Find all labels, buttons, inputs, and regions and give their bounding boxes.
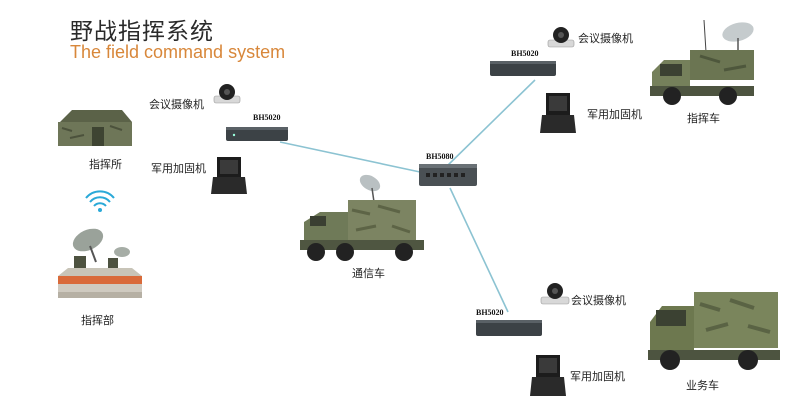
- post-device-model: BH5020: [253, 113, 281, 122]
- link-hub-truck: [449, 187, 509, 313]
- vehicle-camera-icon: [547, 27, 575, 48]
- headquarters-label: 指挥部: [81, 314, 114, 327]
- service-truck-icon: [648, 292, 780, 370]
- command-post-label: 指挥所: [89, 158, 122, 171]
- diagram-title-cn: 野战指挥系统: [70, 19, 214, 45]
- vehicle-device-model: BH5020: [511, 49, 539, 58]
- vehicle-laptop-icon: [540, 93, 576, 133]
- post-camera-icon: [213, 84, 241, 104]
- link-post-hub: [279, 141, 421, 173]
- truck-camera-icon: [540, 283, 570, 305]
- truck-laptop-label: 军用加固机: [570, 370, 625, 383]
- network-links: [279, 79, 536, 313]
- communication-vehicle-icon: [300, 174, 424, 261]
- post-camera-label: 会议摄像机: [149, 98, 204, 111]
- communication-vehicle-label: 通信车: [352, 267, 385, 280]
- truck-camera-label: 会议摄像机: [571, 294, 626, 307]
- service-truck-label: 业务车: [686, 379, 719, 392]
- command-vehicle-label: 指挥车: [687, 112, 720, 125]
- vehicle-encoder-device: [490, 61, 556, 76]
- truck-laptop-icon: [530, 355, 566, 396]
- truck-device-model: BH5020: [476, 308, 504, 317]
- truck-encoder-device: [476, 320, 542, 336]
- hub-device-model: BH5080: [426, 152, 454, 161]
- hub-switch-device: [419, 164, 477, 186]
- command-post-tent-icon: [58, 110, 132, 146]
- command-vehicle-icon: [650, 19, 754, 105]
- headquarters-icon: [58, 190, 142, 298]
- vehicle-laptop-label: 军用加固机: [587, 108, 642, 121]
- post-encoder-device: [226, 127, 288, 141]
- link-hub-vehicle: [444, 79, 536, 169]
- post-laptop-label: 军用加固机: [151, 162, 206, 175]
- vehicle-camera-label: 会议摄像机: [578, 32, 633, 45]
- post-laptop-icon: [211, 157, 247, 194]
- diagram-title-en: The field command system: [70, 42, 286, 62]
